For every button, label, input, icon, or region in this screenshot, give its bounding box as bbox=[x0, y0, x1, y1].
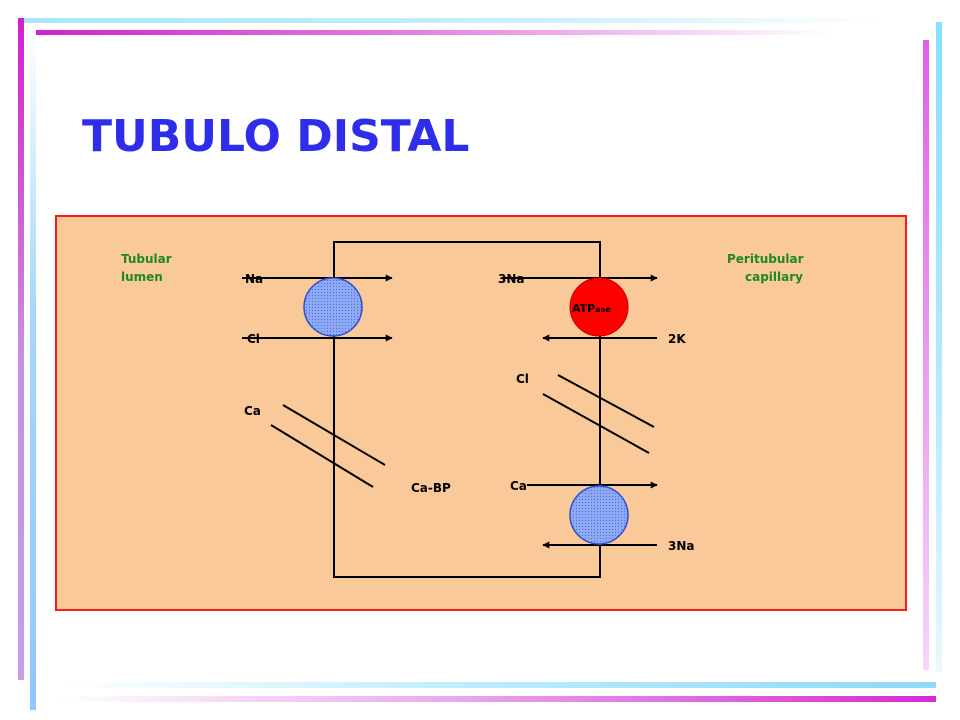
basolateral-3na-bottom-label: 3Na bbox=[668, 539, 695, 553]
na-cl-symporter bbox=[303, 277, 363, 337]
decorative-bottom-bar-cyan bbox=[60, 682, 936, 688]
apical-na-label: Na bbox=[245, 272, 263, 286]
capillary-label-line1: Peritubular bbox=[727, 252, 804, 266]
decorative-right-bar-magenta bbox=[923, 40, 929, 670]
lumen-label-line2: lumen bbox=[121, 270, 163, 284]
basolateral-3na-top-label: 3Na bbox=[498, 272, 525, 286]
lumen-label-line1: Tubular bbox=[121, 252, 172, 266]
decorative-top-bar-cyan bbox=[18, 18, 888, 23]
distal-tubule-diagram: Tubular lumen Peritubular capillary Na C… bbox=[55, 215, 907, 611]
decorative-bottom-bar-magenta bbox=[60, 696, 936, 702]
na-k-atpase-pump bbox=[569, 277, 629, 337]
cell-outline bbox=[333, 241, 601, 578]
decorative-top-bar-magenta bbox=[30, 30, 830, 35]
decorative-right-bar-cyan bbox=[936, 22, 942, 672]
ca-channel-line-upper bbox=[282, 404, 386, 466]
basolateral-ca-label: Ca bbox=[510, 479, 527, 493]
slide-title: TUBULO DISTAL bbox=[82, 111, 470, 162]
cl-channel-line-upper bbox=[557, 374, 655, 428]
basolateral-2k-label: 2K bbox=[668, 332, 686, 346]
ca-bp-label: Ca-BP bbox=[411, 481, 451, 495]
atpase-label: ATPase bbox=[572, 302, 611, 315]
ca-channel-line-lower bbox=[270, 424, 374, 488]
basolateral-cl-label: Cl bbox=[516, 372, 529, 386]
apical-ca-label: Ca bbox=[244, 404, 261, 418]
capillary-label-line2: capillary bbox=[745, 270, 803, 284]
diagram-canvas: Tubular lumen Peritubular capillary Na C… bbox=[121, 241, 804, 578]
na-ca-exchanger bbox=[569, 485, 629, 545]
decorative-left-bar-blue bbox=[30, 30, 36, 710]
cl-channel-line-lower bbox=[542, 393, 650, 454]
decorative-left-bar-magenta bbox=[18, 18, 24, 680]
apical-cl-label: Cl bbox=[247, 332, 260, 346]
